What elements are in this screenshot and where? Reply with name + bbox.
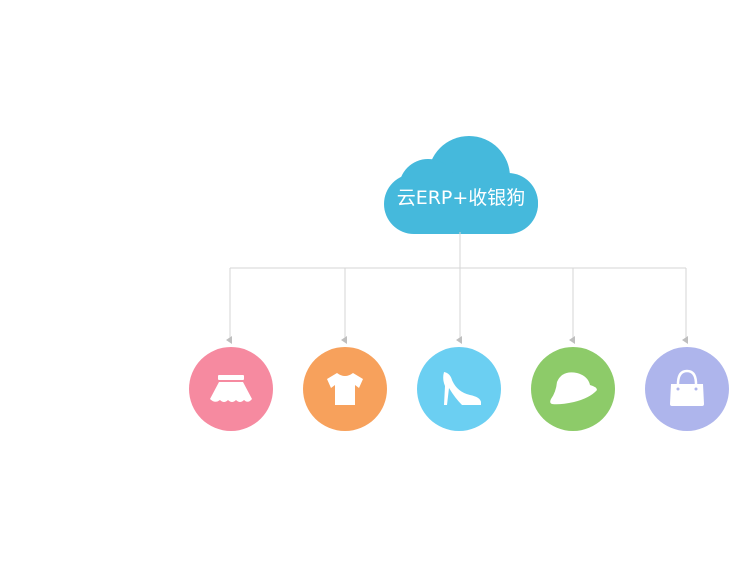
handbag-icon [670, 369, 704, 406]
category-hat [531, 347, 615, 431]
high-heel-icon [443, 372, 481, 405]
connector-lines [226, 232, 688, 344]
cloud-shape [384, 136, 538, 234]
category-tshirt [303, 347, 387, 431]
category-high-heel [417, 347, 501, 431]
category-handbag [645, 347, 729, 431]
cloud-label: 云ERP+收银狗 [396, 187, 526, 209]
hat-icon [550, 372, 597, 405]
skirt-icon [210, 375, 252, 402]
category-skirt [189, 347, 273, 431]
tshirt-icon [327, 373, 363, 405]
